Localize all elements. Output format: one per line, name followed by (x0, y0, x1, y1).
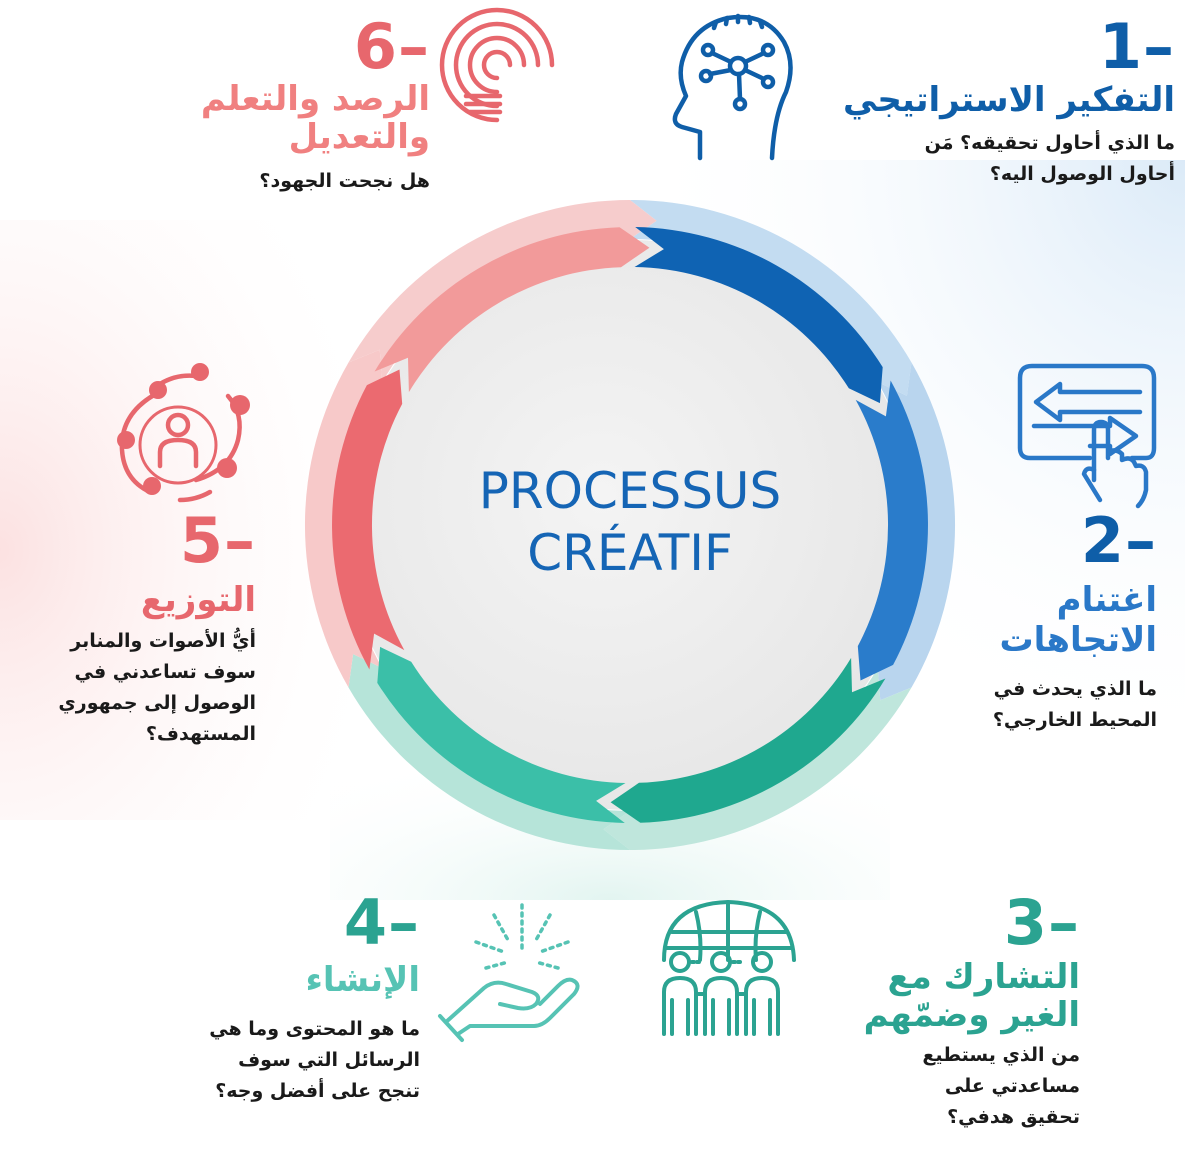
hand-sparkle-icon (438, 903, 580, 1042)
center-title-line-2: CRÉATIF (527, 524, 733, 582)
center-disc (345, 240, 915, 810)
step-3-number: 3– (1003, 886, 1080, 959)
inner-ring-segment-1 (634, 227, 883, 404)
step-1-number: 1– (1098, 10, 1175, 83)
step-3-title: التشارك مع الغير وضمّهم (780, 958, 1080, 1034)
step-3-question-line: مساعدتي على (944, 1075, 1080, 1097)
step-5-number: 5– (179, 504, 256, 577)
step-6-title: الرصد والتعلم والتعديل (120, 80, 430, 156)
step-6: 6– الرصد والتعلم والتعديل هل نجحت الجهود… (120, 16, 430, 197)
inner-ring-segment-5 (332, 369, 405, 670)
inner-ring-segment-6 (374, 227, 650, 393)
inner-ring-segment-2 (855, 380, 928, 681)
radar-icon (439, 7, 555, 123)
step-2-question-line: المحيط الخارجي؟ (992, 709, 1157, 731)
step-4-question-line: تنجح على أفضل وجه؟ (215, 1080, 420, 1102)
step-3: 3– التشارك مع الغير وضمّهم من الذي يستطي… (780, 892, 1080, 1133)
step-3-title-line: الغير وضمّهم (863, 995, 1080, 1035)
globe-people-icon (662, 900, 796, 1036)
step-2-title-line: اغتنام (1056, 580, 1157, 620)
inner-ring-segment-3 (610, 657, 886, 823)
step-1-question: ما الذي أحاول تحقيقه؟ مَن أحاول الوصول ا… (755, 128, 1175, 190)
step-3-title-line: التشارك مع (887, 957, 1080, 997)
step-4-title: الإنشاء (305, 960, 420, 1000)
step-5-question: أيُّ الأصوات والمنابر سوف تساعدني في الو… (6, 626, 256, 750)
step-2-question: ما الذي يحدث في المحيط الخارجي؟ (897, 674, 1157, 736)
step-6-title-line: والتعديل (288, 117, 430, 157)
step-5-title: التوزيع (140, 580, 256, 620)
step-5-question-line: سوف تساعدني في (74, 661, 256, 683)
step-2-question-line: ما الذي يحدث في (993, 678, 1157, 700)
step-1-question-line: ما الذي أحاول تحقيقه؟ مَن (924, 132, 1175, 154)
step-1-title: التفكير الاستراتيجي (842, 80, 1175, 120)
center-title: PROCESSUS CRÉATIF (420, 460, 840, 584)
step-5-question-line: المستهدف؟ (145, 723, 256, 745)
audience-network-nodes (117, 363, 250, 495)
step-4-question-line: ما هو المحتوى وما هي (209, 1018, 420, 1040)
outer-ring (304, 200, 956, 850)
step-6-number: 6– (353, 10, 430, 83)
head-network-icon (672, 13, 793, 161)
inner-ring-segment-4 (377, 646, 626, 823)
center-title-line-1: PROCESSUS (478, 462, 782, 520)
step-4: 4– الإنشاء ما هو المحتوى وما هي الرسائل … (120, 892, 420, 1107)
step-5: 5– التوزيع أيُّ الأصوات والمنابر سوف تسا… (6, 510, 256, 750)
touchscreen-arrows-icon (1017, 363, 1157, 509)
step-5-question-line: الوصول إلى جمهوري (58, 692, 256, 714)
step-3-question: من الذي يستطيع مساعدتي على تحقيق هدفي؟ (780, 1040, 1080, 1133)
step-3-question-line: تحقيق هدفي؟ (947, 1106, 1080, 1128)
step-2-title-line: الاتجاهات (999, 620, 1157, 660)
outer-ring-segment-4 (348, 654, 630, 850)
step-6-title-line: الرصد والتعلم (200, 79, 430, 119)
outer-ring-segment-3 (603, 668, 912, 850)
step-1-question-line: أحاول الوصول اليه؟ (989, 163, 1175, 185)
step-6-question: هل نجحت الجهود؟ (120, 166, 430, 197)
step-4-question-line: الرسائل التي سوف (238, 1049, 420, 1071)
outer-ring-segment-6 (348, 200, 657, 382)
step-6-question-line: هل نجحت الجهود؟ (259, 170, 430, 192)
step-2-title: اغتنام الاتجاهات (897, 580, 1157, 660)
step-4-number: 4– (343, 886, 420, 959)
step-2-number: 2– (1080, 504, 1157, 577)
step-4-question: ما هو المحتوى وما هي الرسائل التي سوف تن… (120, 1014, 420, 1107)
inner-ring (332, 227, 928, 823)
outer-ring-segment-1 (630, 200, 912, 396)
step-2: 2– اغتنام الاتجاهات ما الذي يحدث في المح… (897, 510, 1157, 736)
step-3-question-line: من الذي يستطيع (922, 1044, 1080, 1066)
step-1: 1– التفكير الاستراتيجي ما الذي أحاول تحق… (755, 16, 1175, 190)
step-5-question-line: أيُّ الأصوات والمنابر (70, 630, 256, 652)
